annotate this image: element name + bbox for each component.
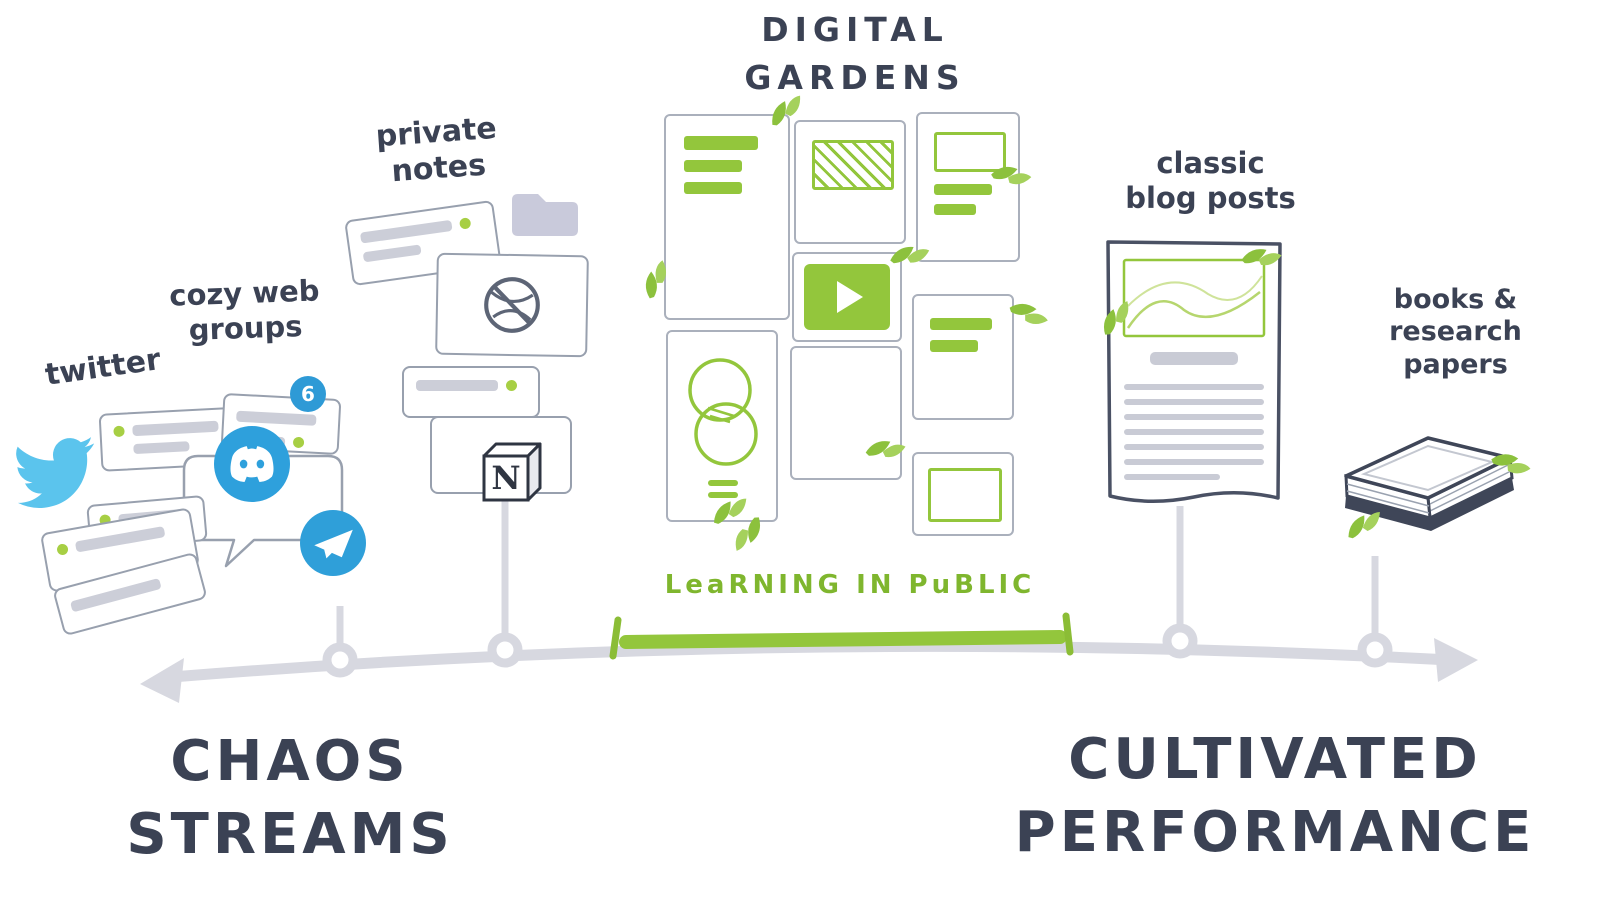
axis-arrow-left [140, 658, 184, 703]
garden-card-frame [912, 452, 1014, 536]
status-dot [506, 380, 517, 391]
note-card [402, 366, 540, 418]
learning-in-public-label: LeaRNING IN PuBLIC [664, 570, 1036, 600]
telegram-plane [314, 529, 353, 559]
notion-cube-icon: N [482, 442, 542, 502]
classic-blog-posts-label: classic blog posts [1125, 146, 1296, 215]
status-dot [113, 425, 125, 438]
learning-in-public-segment [619, 630, 1067, 649]
garden-card-image [794, 120, 906, 244]
twitter-bird-icon [16, 437, 95, 508]
green-bar [934, 184, 992, 195]
placeholder-bar [74, 526, 166, 553]
note-line [359, 216, 482, 244]
digital-gardens-title: DIGITAL GARDENS [744, 10, 966, 97]
axis-line [166, 640, 1456, 683]
green-bar [684, 160, 742, 172]
message-line [56, 523, 180, 556]
leaf-icon [735, 517, 761, 551]
play-icon [837, 281, 863, 313]
placeholder-bar [69, 577, 162, 613]
garden-card-blank [790, 346, 902, 480]
note-line [416, 380, 526, 391]
garden-card-notes [664, 114, 790, 320]
status-dot [458, 217, 472, 230]
leaf-icon [1103, 301, 1129, 335]
garden-card-video [792, 252, 902, 342]
garden-card-venn [666, 330, 778, 522]
placeholder-bar [359, 219, 453, 244]
message-line [113, 420, 233, 438]
axis-node-private-notes [487, 632, 523, 668]
leaf-icon [890, 246, 930, 264]
green-bar [930, 318, 992, 330]
discord-mascot [230, 446, 274, 482]
leaf-icon [1491, 454, 1531, 474]
private-notes-label: private notes [374, 110, 498, 190]
placeholder-bar [132, 420, 219, 437]
no-publish-card [435, 252, 589, 358]
unread-count-badge: 6 [290, 376, 326, 412]
leaf-icon [645, 260, 667, 299]
placeholder-bar [236, 410, 317, 426]
video-thumbnail [804, 264, 890, 330]
axis-node-cozy-web [322, 642, 358, 678]
green-bar [930, 340, 978, 352]
venn-diagram-icon [688, 358, 758, 498]
status-dot [56, 543, 69, 556]
green-bar [684, 182, 742, 194]
axis-node-blog [1162, 623, 1198, 659]
books-research-label: books & research papers [1389, 284, 1522, 380]
right-end-label: CULTIVATED PERFORMANCE [1014, 727, 1536, 865]
telegram-icon [300, 510, 366, 576]
green-bar [684, 136, 758, 150]
outlined-image-placeholder [934, 132, 1006, 172]
book-illustration [1344, 436, 1514, 531]
folder-icon [512, 194, 578, 236]
placeholder-bar [416, 380, 498, 391]
hatched-image-placeholder [812, 140, 894, 190]
leaf-icon [1241, 249, 1282, 266]
green-bar [934, 204, 976, 215]
discord-icon [214, 426, 290, 502]
axis-arrow-right [1434, 638, 1478, 682]
cozy-web-groups-label: cozy web groups [168, 273, 321, 347]
garden-card-mixed [916, 112, 1020, 262]
garden-card-text [912, 294, 1014, 420]
leaf-icon [1009, 303, 1048, 325]
blog-post-illustration [1106, 240, 1282, 503]
segment-left-cap [609, 616, 622, 660]
leaf-icon [713, 498, 747, 524]
leaf-icon [1348, 512, 1380, 539]
axis-node-books [1357, 632, 1393, 668]
leaf-icon [772, 95, 801, 126]
status-dot [292, 436, 305, 449]
outlined-image-placeholder [928, 468, 1002, 522]
leaf-icon [865, 441, 906, 458]
segment-right-cap [1062, 612, 1074, 656]
left-end-label: CHAOS STREAMS [126, 729, 454, 867]
notion-letter: N [491, 459, 520, 497]
leaf-icon [991, 166, 1032, 185]
crossed-circle-icon [484, 277, 540, 333]
placeholder-bar [362, 244, 422, 263]
